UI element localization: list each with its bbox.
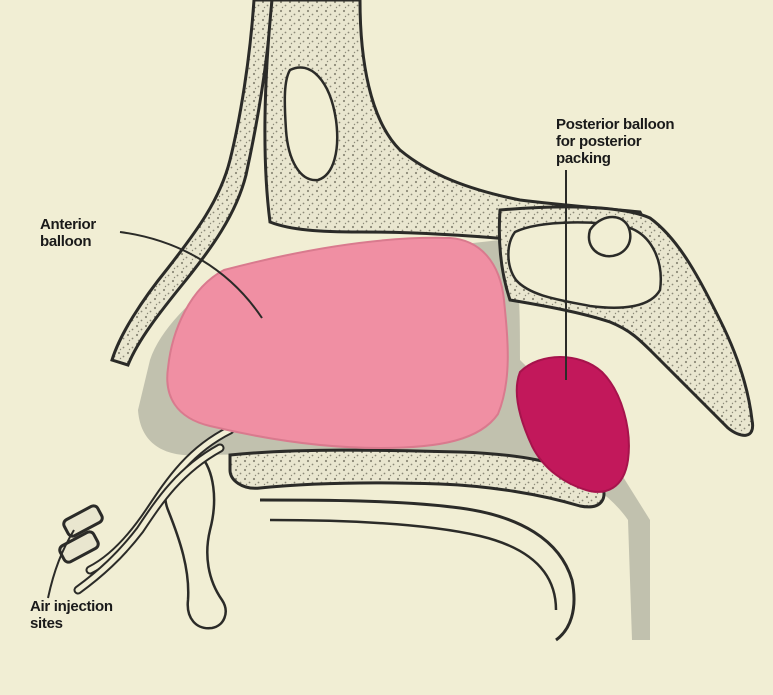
posterior-balloon-label-line-2: for posterior	[556, 133, 674, 150]
anterior-balloon-label: Anterior balloon	[40, 216, 96, 250]
posterior-balloon-label-line-1: Posterior balloon	[556, 116, 674, 133]
anterior-balloon-label-line-2: balloon	[40, 233, 96, 250]
air-injection-label: Air injection sites	[30, 598, 113, 632]
anterior-balloon-label-line-1: Anterior	[40, 216, 96, 233]
posterior-balloon-label-line-3: packing	[556, 150, 674, 167]
air-injection-label-line-2: sites	[30, 615, 113, 632]
sella-notch	[589, 217, 630, 256]
air-injection-label-line-1: Air injection	[30, 598, 113, 615]
posterior-balloon-label: Posterior balloon for posterior packing	[556, 116, 674, 167]
